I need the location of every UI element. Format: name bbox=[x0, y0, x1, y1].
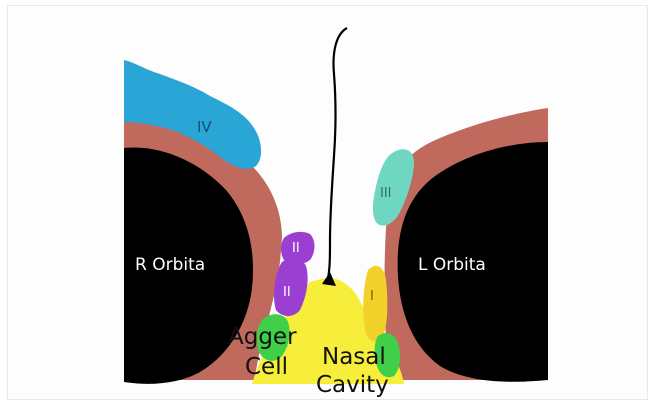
label-agger-line2: Cell bbox=[245, 354, 288, 380]
nasal-septum bbox=[328, 28, 347, 278]
label-cell-i: I bbox=[370, 289, 374, 304]
label-left-orbit: L Orbita bbox=[418, 255, 486, 275]
label-cell-ii-lower: II bbox=[283, 285, 291, 300]
cell-i bbox=[363, 266, 387, 342]
label-cell-iii: III bbox=[380, 186, 392, 201]
label-cell-ii-upper: II bbox=[292, 241, 300, 256]
label-nasal-line1: Nasal bbox=[322, 344, 386, 370]
label-right-orbit: R Orbita bbox=[135, 255, 205, 275]
label-cell-iv: IV bbox=[197, 118, 212, 136]
label-agger-line1: Agger bbox=[228, 324, 297, 350]
label-nasal-line2: Cavity bbox=[316, 372, 389, 398]
